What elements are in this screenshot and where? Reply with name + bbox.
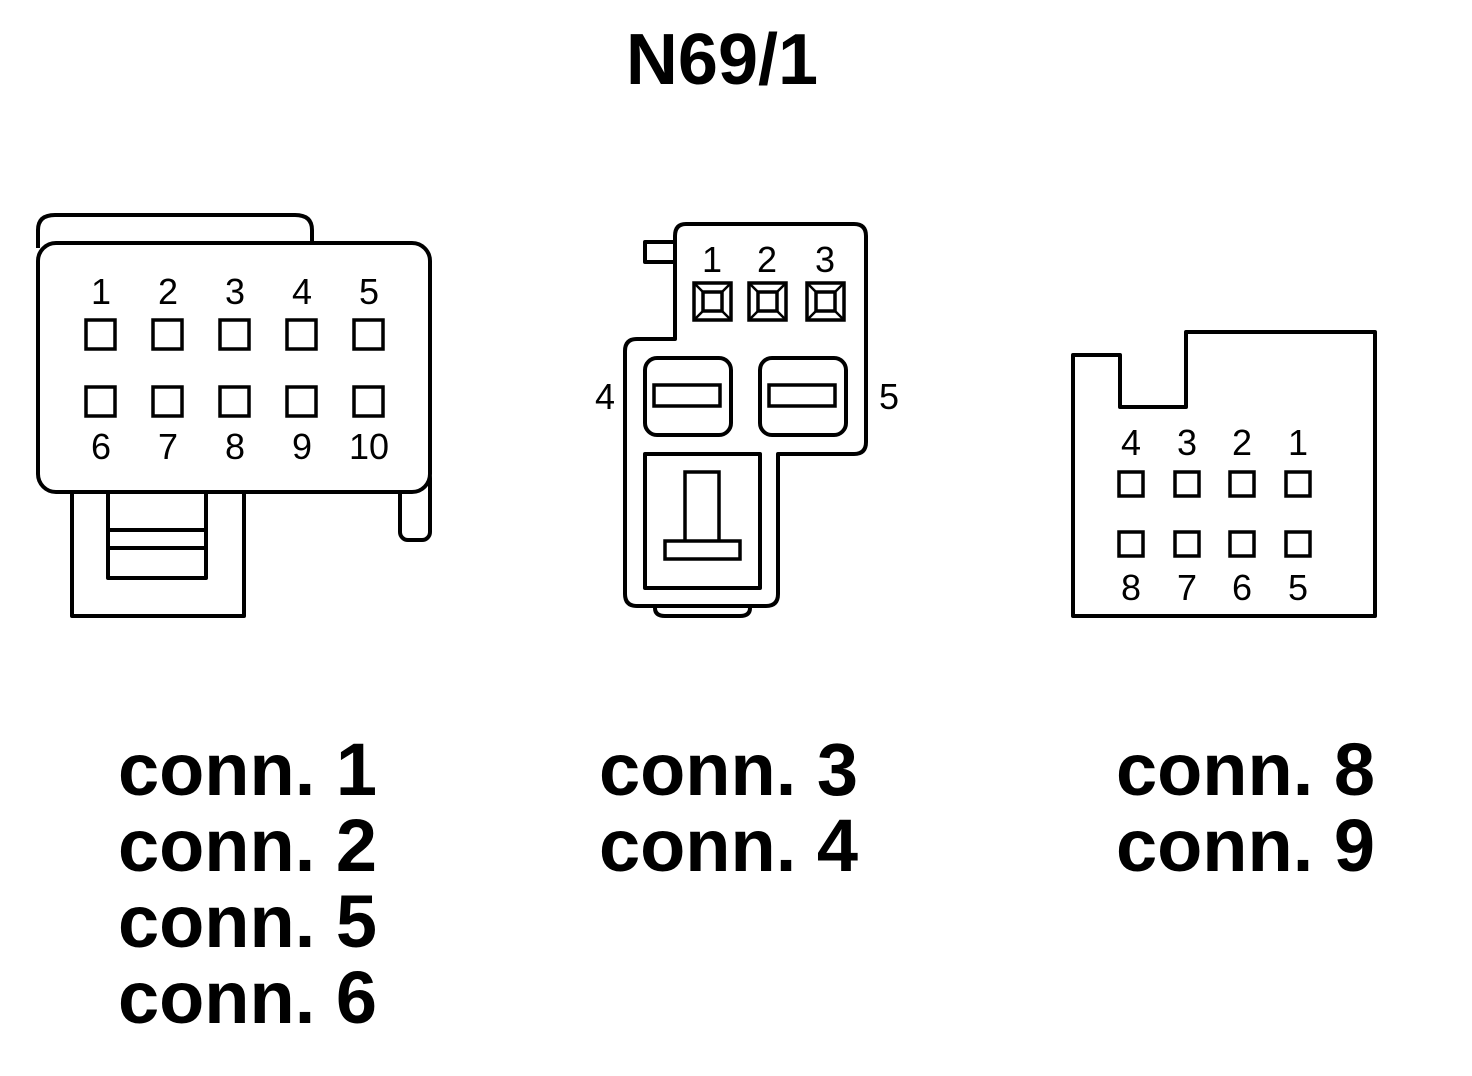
pin-number: 2 (1232, 422, 1252, 463)
pin-number: 6 (91, 426, 111, 467)
pin-number: 4 (292, 271, 312, 312)
pin-number: 8 (1121, 567, 1141, 608)
pin-number: 3 (815, 239, 835, 280)
connector-label: conn. 6 (117, 956, 377, 1039)
pin-number: 3 (1177, 422, 1197, 463)
pin-number: 4 (1121, 422, 1141, 463)
pin-number: 2 (158, 271, 178, 312)
pin-number: 10 (349, 426, 389, 467)
connector-1-labels: conn. 1 conn. 2 conn. 5 conn. 6 (118, 732, 377, 1036)
pin-number: 1 (1288, 422, 1308, 463)
connector-label: conn. 9 (1115, 804, 1375, 887)
connector-label: conn. 1 (117, 728, 377, 811)
pin-number: 4 (595, 376, 615, 417)
pin-number: 2 (757, 239, 777, 280)
pin-number: 3 (225, 271, 245, 312)
connector-2-labels: conn. 3 conn. 4 (599, 732, 858, 884)
diagram-title: N69/1 (626, 20, 818, 100)
connector-1-pin-numbers: 1 2 3 4 5 6 7 8 9 10 (91, 271, 389, 467)
connector-label: conn. 4 (598, 804, 858, 887)
connector-label: conn. 2 (117, 804, 377, 887)
pin-number: 7 (158, 426, 178, 467)
pin-number: 1 (91, 271, 111, 312)
connector-1-housing (36, 213, 432, 618)
pin-number: 5 (359, 271, 379, 312)
pin-number: 9 (292, 426, 312, 467)
pin-number: 6 (1232, 567, 1252, 608)
connector-2-pin-numbers: 1 2 3 4 5 (595, 239, 899, 417)
pin-number: 5 (879, 376, 899, 417)
connector-3-pin-numbers: 4 3 2 1 8 7 6 5 (1121, 422, 1308, 608)
connector-label: conn. 3 (598, 728, 858, 811)
pin-number: 7 (1177, 567, 1197, 608)
connector-label: conn. 5 (117, 880, 377, 963)
connector-2-housing (623, 222, 868, 618)
pin-number: 1 (702, 239, 722, 280)
pin-number: 5 (1288, 567, 1308, 608)
connector-3-labels: conn. 8 conn. 9 (1116, 732, 1375, 884)
connector-label: conn. 8 (1115, 728, 1375, 811)
pin-number: 8 (225, 426, 245, 467)
connector-3-housing (1071, 330, 1377, 618)
